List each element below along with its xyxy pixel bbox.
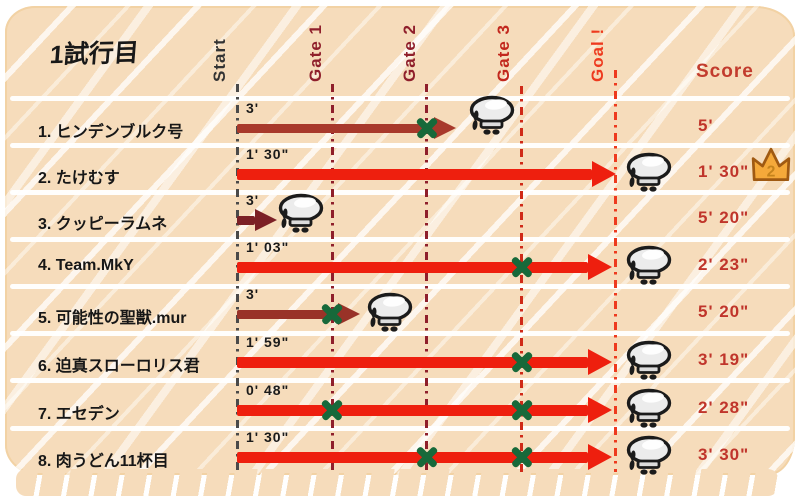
- crown-rank-badge: 2: [751, 147, 791, 182]
- progress-arrow-bar: [237, 169, 592, 180]
- time-label: 3': [246, 100, 260, 116]
- team-name: 3. クッピーラムネ: [38, 216, 168, 233]
- score-value: 5' 20": [698, 302, 750, 321]
- row-separator: [10, 284, 790, 289]
- row-separator: [10, 237, 790, 242]
- arrow-head: [588, 254, 612, 280]
- progress-arrow-bar: [237, 405, 588, 416]
- arrow-head: [588, 397, 612, 423]
- arrow-head: [588, 349, 612, 375]
- time-label: 1' 30": [246, 429, 290, 445]
- team-name: 5. 可能性の聖獣.mur: [38, 310, 187, 327]
- team-name: 8. 肉うどん11杯目: [38, 453, 169, 470]
- score-value: 5' 20": [698, 208, 750, 227]
- row-separator: [10, 190, 790, 195]
- row-separator: [10, 143, 790, 148]
- time-label: 1' 59": [246, 334, 290, 350]
- gate2-line: [424, 84, 428, 472]
- gate1-line: [330, 84, 334, 472]
- time-label: 3': [246, 192, 260, 208]
- green-x-mark: [511, 446, 533, 468]
- time-label: 3': [246, 286, 260, 302]
- score-value: 3' 30": [698, 445, 750, 464]
- time-label: 1' 03": [246, 239, 290, 255]
- blimp-icon: [626, 435, 672, 477]
- progress-arrow-bar: [237, 216, 255, 225]
- team-name: 6. 迫真スローロリス君: [38, 358, 200, 375]
- arrow-head: [338, 303, 360, 325]
- time-label: 0' 48": [246, 382, 290, 398]
- progress-arrow-bar: [237, 452, 588, 463]
- progress-arrow-bar: [237, 357, 588, 368]
- crown-rank-number: 2: [767, 164, 776, 181]
- team-name: 2. たけむす: [38, 170, 120, 187]
- team-name: 1. ヒンデンブルク号: [38, 124, 184, 141]
- row-separator: [10, 96, 790, 101]
- progress-arrow-bar: [237, 310, 338, 319]
- gate3-line: [519, 86, 523, 472]
- row-separator: [10, 378, 790, 383]
- arrow-head: [592, 161, 616, 187]
- goal-line: [613, 70, 617, 472]
- green-x-mark: [416, 446, 438, 468]
- time-label: 1' 30": [246, 146, 290, 162]
- team-name: 4. Team.MkY: [38, 257, 134, 274]
- score-value: 2' 28": [698, 398, 750, 417]
- team-name: 7. エセデン: [38, 406, 120, 423]
- arrow-head: [588, 444, 612, 470]
- score-value: 3' 19": [698, 350, 750, 369]
- score-value: 1' 30": [698, 162, 750, 181]
- progress-arrow-bar: [237, 262, 588, 273]
- progress-arrow-bar: [237, 124, 434, 133]
- row-separator: [10, 331, 790, 336]
- arrow-head: [255, 209, 277, 231]
- score-value: 2' 23": [698, 255, 750, 274]
- start-line: [235, 84, 239, 472]
- score-column-header: Score: [696, 61, 754, 82]
- arrow-head: [434, 117, 456, 139]
- row-separator: [10, 426, 790, 431]
- score-value: 5': [698, 116, 714, 135]
